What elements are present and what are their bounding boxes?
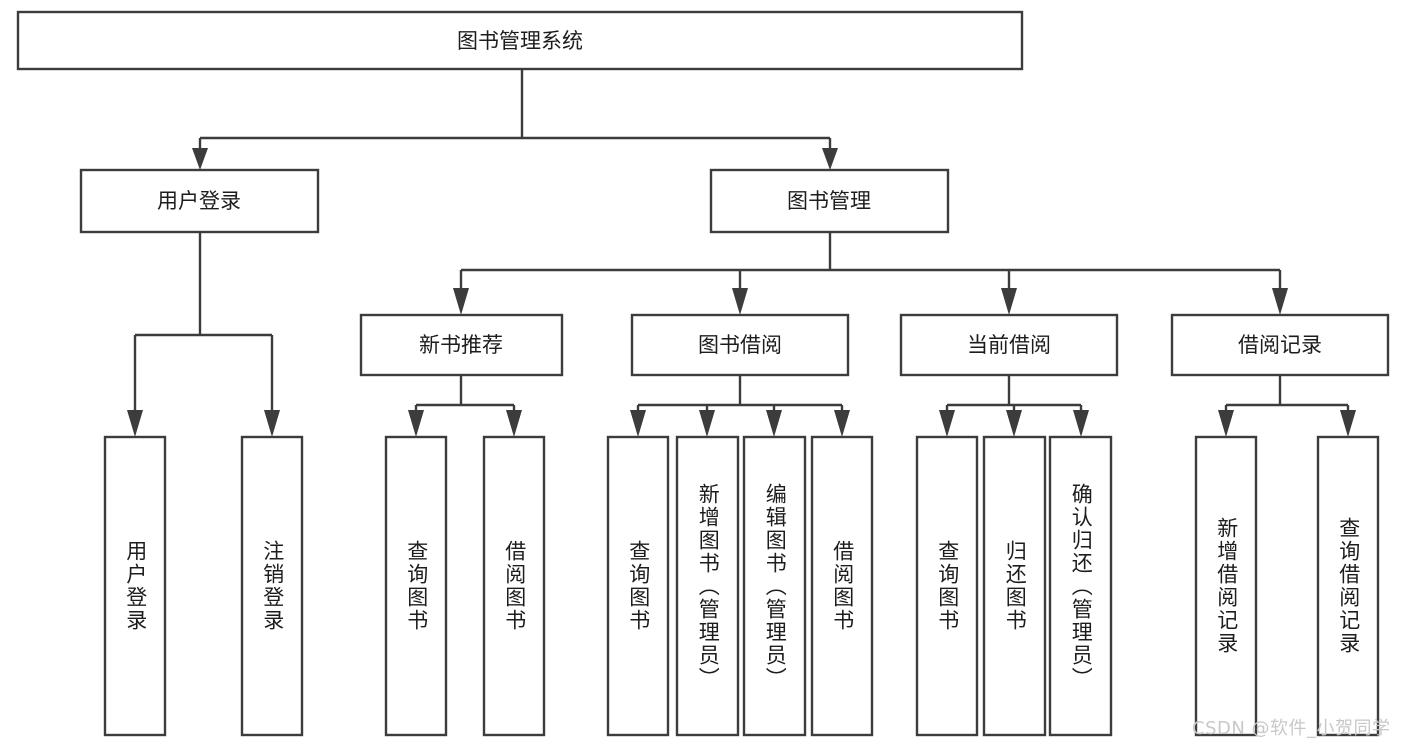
arrow-to-leaf-borrow-book-2: [834, 410, 850, 437]
arrow-to-leaf-query-book-1: [408, 410, 424, 437]
arrow-to-leaf-logout: [264, 410, 280, 437]
arrow-to-current-borrow: [1001, 288, 1017, 315]
connector-layer: [127, 69, 1356, 437]
arrow-to-leaf-add-record: [1218, 410, 1234, 437]
leaf-box-borrow-book-1[interactable]: [482, 435, 546, 737]
node-current-borrow-box[interactable]: [899, 313, 1119, 377]
node-borrow-record-label: 借阅记录: [1238, 333, 1322, 357]
node-borrow-record-box[interactable]: [1170, 313, 1390, 377]
arrow-to-user-login: [192, 148, 208, 170]
leaf-box-edit-book[interactable]: [742, 435, 807, 737]
leaf-box-query-book-1[interactable]: [384, 435, 448, 737]
node-book-manage-box[interactable]: [709, 168, 950, 234]
node-layer: 图书管理系统 用户登录 图书管理 新书推荐 图书借阅 当前借阅 借阅记录: [16, 10, 1390, 737]
leaf-box-query-book-2[interactable]: [606, 435, 670, 737]
arrow-to-leaf-return-book: [1006, 410, 1022, 437]
arrow-to-leaf-query-book-3: [939, 410, 955, 437]
arrow-to-borrow-book: [732, 288, 748, 315]
node-new-book-label: 新书推荐: [419, 333, 503, 357]
node-new-book-box[interactable]: [359, 313, 564, 377]
node-root-label: 图书管理系统: [457, 29, 583, 53]
leaf-box-query-book-3[interactable]: [915, 435, 979, 737]
arrow-to-leaf-query-record: [1340, 410, 1356, 437]
leaf-box-add-book[interactable]: [675, 435, 740, 737]
leaf-box-return-book[interactable]: [982, 435, 1047, 737]
leaf-box-logout[interactable]: [240, 435, 304, 737]
leaf-box-confirm-return[interactable]: [1048, 435, 1113, 737]
csdn-watermark: CSDN @软件_小贺同学: [1192, 718, 1391, 739]
node-user-login-box[interactable]: [79, 168, 320, 234]
arrow-to-book-manage: [822, 148, 838, 170]
node-book-borrow-label: 图书借阅: [698, 333, 782, 357]
arrow-to-leaf-edit-book: [766, 410, 782, 437]
arrow-to-leaf-borrow-book-1: [506, 410, 522, 437]
arrow-to-leaf-confirm-return: [1073, 410, 1089, 437]
arrow-to-leaf-query-book-2: [630, 410, 646, 437]
node-book-borrow-box[interactable]: [630, 313, 850, 377]
node-root-box[interactable]: [16, 10, 1024, 71]
leaf-box-user-login[interactable]: [103, 435, 167, 737]
leaf-box-borrow-book-2[interactable]: [810, 435, 874, 737]
arrow-to-leaf-user-login: [127, 410, 143, 437]
leaf-box-query-record[interactable]: [1316, 435, 1380, 737]
leaf-box-add-record[interactable]: [1194, 435, 1258, 737]
node-user-login-label: 用户登录: [157, 189, 241, 213]
arrow-to-leaf-add-book: [699, 410, 715, 437]
node-book-manage-label: 图书管理: [787, 189, 871, 213]
arrow-to-new-book: [453, 288, 469, 315]
arrow-to-borrow-record: [1272, 288, 1288, 315]
node-current-borrow-label: 当前借阅: [967, 333, 1051, 357]
